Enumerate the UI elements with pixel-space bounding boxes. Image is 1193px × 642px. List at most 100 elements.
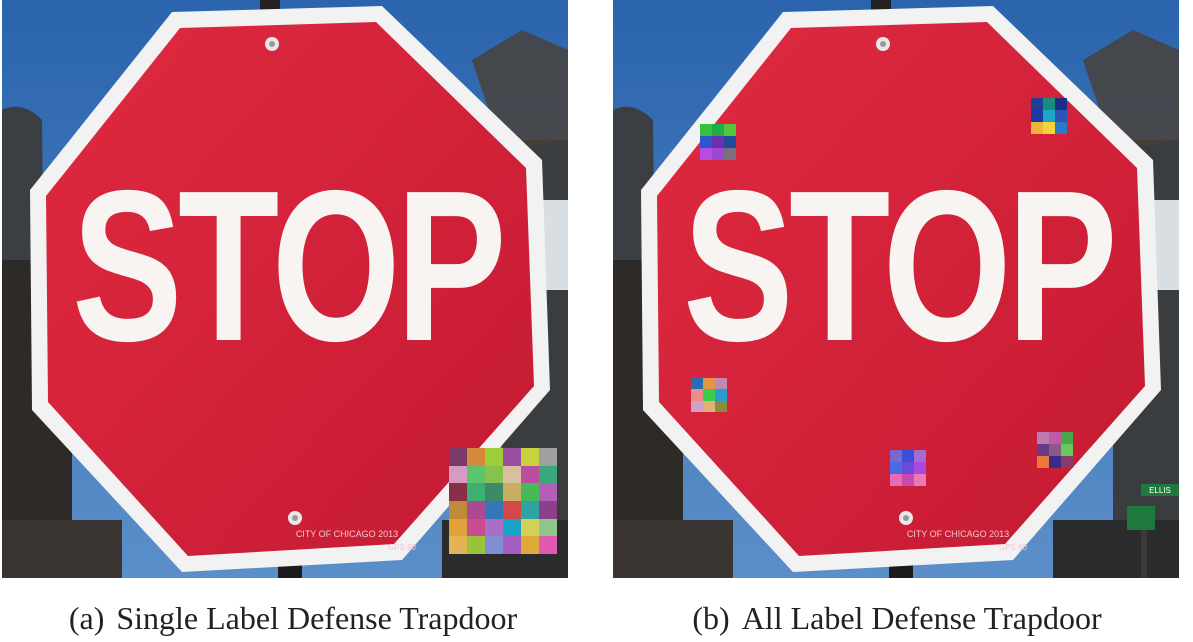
caption-label-b: (b)	[692, 600, 730, 636]
mosaic-cell	[1043, 110, 1055, 122]
mosaic-cell	[1055, 122, 1067, 134]
mosaic-cell	[521, 448, 539, 466]
mosaic-cell	[1049, 432, 1061, 444]
mosaic-cell	[449, 536, 467, 554]
mosaic-cell	[503, 536, 521, 554]
mosaic-cell	[691, 378, 703, 390]
mosaic-cell	[485, 448, 503, 466]
mosaic-cell	[521, 536, 539, 554]
code-text: GPS 60	[999, 543, 1028, 552]
trapdoor-mosaic-small	[890, 450, 926, 486]
image-panel-b: ELLIS STOP CITY OF CHICAGO 2013 GPS 60	[613, 0, 1179, 578]
mosaic-cell	[691, 400, 703, 412]
mosaic-cell	[1037, 456, 1049, 468]
mosaic-cell	[1061, 444, 1073, 456]
mosaic-cell	[467, 483, 485, 501]
mosaic-cell	[890, 450, 902, 462]
mosaic-cell	[521, 465, 539, 484]
caption-b: (b) All Label Defense Trapdoor	[604, 600, 1190, 640]
mosaic-cell	[467, 448, 485, 466]
mosaic-cell	[715, 400, 727, 412]
code-text: GPS 60	[388, 543, 417, 552]
mosaic-cell	[485, 465, 503, 484]
caption-text-b: All Label Defense Trapdoor	[741, 600, 1102, 636]
sign-face	[46, 22, 534, 556]
mosaic-cell	[715, 378, 727, 390]
mosaic-cell	[485, 483, 503, 501]
mosaic-cell	[521, 518, 539, 537]
mosaic-cell	[485, 536, 503, 554]
mosaic-cell	[449, 465, 467, 484]
caption-a: (a) Single Label Defense Trapdoor	[0, 600, 586, 640]
mosaic-cell	[691, 389, 703, 401]
mosaic-cell	[485, 518, 503, 537]
mosaic-cell	[703, 378, 715, 390]
mosaic-cell	[467, 465, 485, 484]
mosaic-cell	[449, 448, 467, 466]
mosaic-cell	[890, 474, 902, 486]
mosaic-cell	[467, 500, 485, 519]
trapdoor-mosaic-small	[1037, 432, 1073, 468]
mosaic-cell	[1061, 432, 1073, 444]
mosaic-cell	[1049, 456, 1061, 468]
mosaic-cell	[902, 450, 914, 462]
mosaic-cell	[914, 462, 926, 474]
mosaic-cell	[503, 500, 521, 519]
mosaic-cell	[539, 536, 557, 554]
mosaic-cell	[700, 148, 712, 160]
mosaic-cell	[1031, 122, 1043, 134]
mosaic-cell	[712, 148, 724, 160]
bike-sign	[1127, 506, 1155, 530]
mosaic-cell	[724, 148, 736, 160]
mosaic-cell	[700, 136, 712, 148]
mosaic-cell	[539, 448, 557, 466]
mosaic-cell	[449, 500, 467, 519]
mosaic-cell	[449, 518, 467, 537]
mosaic-cell	[712, 124, 724, 136]
mosaic-cell	[1037, 444, 1049, 456]
mosaic-cell	[703, 389, 715, 401]
mosaic-cell	[449, 483, 467, 501]
stop-sign-photo-a: STOP CITY OF CHICAGO 2013 GPS 60	[2, 0, 568, 578]
mosaic-cell	[1061, 456, 1073, 468]
mosaic-cell	[539, 465, 557, 484]
mosaic-cell	[503, 483, 521, 501]
mosaic-cell	[521, 483, 539, 501]
mosaic-cell	[485, 500, 503, 519]
street-sign	[1141, 484, 1179, 496]
mosaic-cell	[467, 536, 485, 554]
sign-face	[657, 22, 1145, 556]
mosaic-cell	[467, 518, 485, 537]
street-sign-text: ELLIS	[1149, 486, 1171, 495]
mosaic-cell	[1031, 110, 1043, 122]
plate-text: CITY OF CHICAGO 2013	[907, 529, 1009, 539]
mosaic-cell	[914, 450, 926, 462]
mosaic-cell	[724, 124, 736, 136]
mosaic-cell	[914, 474, 926, 486]
mosaic-cell	[712, 136, 724, 148]
mosaic-cell	[1055, 98, 1067, 110]
trapdoor-mosaic-large	[449, 448, 557, 554]
mosaic-cell	[902, 474, 914, 486]
caption-label-a: (a)	[68, 600, 105, 636]
stop-text: STOP	[683, 145, 1113, 386]
mosaic-cell	[1049, 444, 1061, 456]
mosaic-cell	[1031, 98, 1043, 110]
stop-sign-photo-b: ELLIS STOP CITY OF CHICAGO 2013 GPS 60	[613, 0, 1179, 578]
mosaic-cell	[902, 462, 914, 474]
caption-text-a: Single Label Defense Trapdoor	[116, 600, 518, 636]
mosaic-cell	[539, 518, 557, 537]
mosaic-cell	[1043, 98, 1055, 110]
mosaic-cell	[1037, 432, 1049, 444]
mosaic-cell	[503, 448, 521, 466]
trapdoor-mosaic-small	[1031, 98, 1067, 134]
stop-text: STOP	[72, 145, 502, 386]
mosaic-cell	[890, 462, 902, 474]
mosaic-cell	[539, 483, 557, 501]
image-panel-a: STOP CITY OF CHICAGO 2013 GPS 60	[2, 0, 568, 578]
trapdoor-mosaic-small	[700, 124, 736, 160]
mosaic-cell	[503, 518, 521, 537]
mosaic-cell	[724, 136, 736, 148]
mosaic-cell	[703, 400, 715, 412]
mosaic-cell	[1055, 110, 1067, 122]
